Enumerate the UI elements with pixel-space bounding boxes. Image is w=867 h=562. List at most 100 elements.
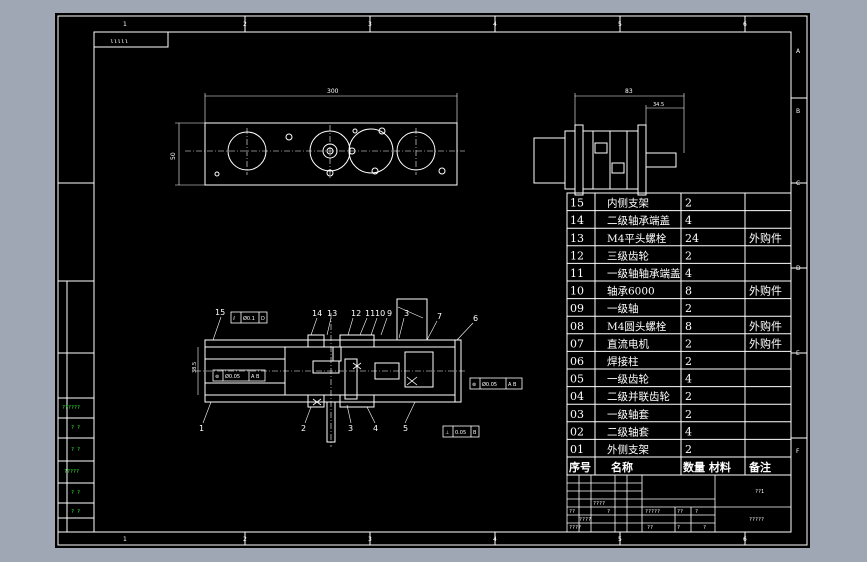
tol-1-val: Ø0.1 [243, 315, 255, 322]
tb-mark-c: ?? [677, 509, 683, 515]
bom-cell-remark: 外购件 [749, 336, 782, 350]
bom-cell-name: 一级齿轮 [607, 373, 649, 386]
bom-cell-no: 11 [570, 267, 584, 280]
tb-mark-a: ???? [593, 501, 605, 507]
bom-cell-no: 12 [570, 249, 584, 262]
top-zone-2: 2 [243, 21, 247, 28]
bom-cell-qty: 2 [685, 408, 692, 421]
tol-1-sym: ⫽ [232, 316, 236, 322]
callout-6: 6 [473, 314, 478, 323]
tol-4-val: 0.05 [455, 430, 466, 436]
side-view[interactable]: 83 34.5 [533, 88, 685, 196]
top-zone-5: 5 [618, 21, 622, 28]
left-strip-4: ????? [64, 469, 79, 475]
side-zone-d: D [796, 265, 801, 272]
tb-mark-e: ?? [569, 509, 575, 515]
tb-mark-b: ????? [645, 509, 660, 515]
side-zone-f: F [796, 448, 800, 455]
callout-1: 1 [199, 424, 204, 433]
bom-cell-no: 01 [570, 443, 584, 456]
bottom-zone-5: 5 [618, 536, 622, 543]
bom-cell-no: 10 [570, 285, 584, 298]
bom-cell-name: 直流电机 [607, 337, 649, 350]
callout-14: 14 [312, 309, 322, 318]
section-view[interactable]: 38.5 15 14 13 12 11 10 9 [192, 298, 523, 447]
bom-cell-no: 13 [570, 232, 584, 245]
bom-cell-name: 二级轴承端盖 [607, 214, 670, 227]
bom-cell-name: 二级轴套 [607, 425, 649, 438]
tb-mark-i: ? [677, 525, 680, 531]
dim-side-83: 83 [625, 88, 633, 95]
bom-cell-no: 08 [570, 320, 584, 333]
bom-cell-no: 02 [570, 425, 584, 438]
bom-cell-qty: 2 [685, 443, 692, 456]
callout-3-top: 3 [404, 309, 409, 318]
bom-header-no: 序号 [569, 460, 591, 474]
bom-cell-no: 04 [570, 390, 584, 403]
bom-cell-name: 轴承6000 [607, 285, 655, 298]
bom-cell-qty: 2 [685, 302, 692, 315]
bom-cell-remark: 外购件 [749, 284, 782, 298]
bom-header-remark: 备注 [748, 460, 771, 474]
cad-viewport[interactable]: ιιιιι 1 2 3 4 5 6 1 2 3 4 5 6 A B C D E … [55, 13, 810, 548]
callout-12: 12 [351, 309, 361, 318]
top-zone-4: 4 [493, 21, 497, 28]
bom-cell-name: 内侧支架 [607, 197, 649, 210]
top-zone-1: 1 [123, 21, 127, 28]
side-view-motor [533, 137, 566, 184]
bom-cell-name: 焊接柱 [607, 355, 639, 368]
bom-cell-qty: 2 [685, 249, 692, 262]
bom-cell-no: 03 [570, 408, 584, 421]
side-zone-c: C [796, 180, 800, 187]
corner-label-box [93, 31, 169, 48]
bom-cell-qty: 2 [685, 390, 692, 403]
bom-cell-no: 09 [570, 302, 584, 315]
bom-cell-name: 一级轴 [607, 302, 639, 315]
top-view-plate [204, 122, 458, 186]
drawing-canvas[interactable]: ιιιιι 1 2 3 4 5 6 1 2 3 4 5 6 A B C D E … [55, 13, 810, 548]
bom-cell-qty: 8 [685, 320, 692, 333]
callout-2: 2 [301, 424, 306, 433]
bom-cell-qty: 4 [685, 373, 692, 386]
left-strip [57, 280, 95, 533]
side-zone-a: A [796, 48, 801, 55]
tb-mark-d: ? [695, 509, 698, 515]
tb-mark-g: ? [607, 509, 610, 515]
tb-mark-f: ???? [569, 525, 581, 531]
top-view[interactable]: 300 50 [170, 88, 465, 186]
bottom-zone-2: 2 [243, 536, 247, 543]
bottom-zone-1: 1 [123, 536, 127, 543]
bom-cell-no: 15 [570, 197, 584, 210]
bom-cell-name: 外侧支架 [607, 443, 649, 456]
callout-3-bottom: 3 [348, 424, 353, 433]
bom-cell-name: M4圆头螺栓 [607, 320, 667, 333]
section-top-plate [204, 339, 456, 348]
bom-cell-qty: 4 [685, 214, 692, 227]
bom-cell-name: 三级齿轮 [607, 249, 649, 262]
top-zone-3: 3 [368, 21, 372, 28]
title-block[interactable]: ??1 ????? ???? ????? ?? ? ?? ???? ? ?? ?… [566, 474, 792, 533]
callout-7: 7 [437, 312, 442, 321]
bom-cell-qty: 8 [685, 285, 692, 298]
tol-4-sym: ⊥ [445, 430, 449, 436]
bom-cell-qty: 4 [685, 425, 692, 438]
dim-height-50: 50 [170, 152, 177, 160]
left-strip-5: ? ? [71, 490, 80, 496]
side-zone-e: E [796, 350, 800, 357]
bom-cell-no: 06 [570, 355, 584, 368]
callout-11: 11 [365, 309, 375, 318]
section-motor [396, 298, 428, 341]
left-strip-6: ? ? [71, 509, 80, 515]
callout-10: 10 [375, 309, 385, 318]
left-strip-3: ? ? [71, 447, 80, 453]
bom-cell-name: 一级轴轴承端盖 [607, 267, 681, 280]
dim-side-34-5: 34.5 [653, 102, 664, 108]
callout-4: 4 [373, 424, 378, 433]
bottom-zone-4: 4 [493, 536, 497, 543]
tb-mark-j: ? [703, 525, 706, 531]
dim-section-38-5: 38.5 [192, 362, 198, 373]
callout-15: 15 [215, 308, 225, 317]
bom-cell-remark: 外购件 [749, 319, 782, 333]
tol-3-sym: ⊚ [472, 382, 476, 388]
